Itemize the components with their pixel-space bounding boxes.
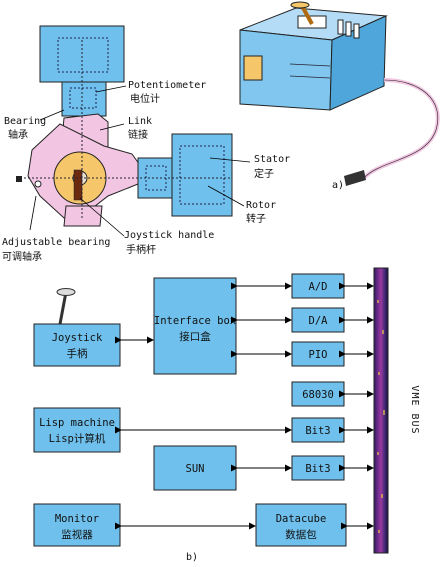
- block-joystick: Joystick 手柄: [33, 323, 121, 367]
- label-joystick-handle-cn: 手柄杆: [126, 243, 156, 256]
- label-link: Link: [128, 116, 152, 127]
- vme-bus-bar: [373, 267, 389, 554]
- label-potentiometer: Potentiometer: [128, 80, 206, 91]
- svg-text:Bit3: Bit3: [305, 463, 330, 475]
- svg-text:手柄: 手柄: [67, 347, 88, 360]
- block-bit3-1: Bit3: [291, 417, 345, 443]
- caption-b: b): [186, 552, 198, 563]
- label-stator-cn: 定子: [254, 167, 274, 180]
- label-joystick-handle: Joystick handle: [124, 230, 214, 241]
- label-stator: Stator: [254, 154, 290, 165]
- mechanism-drawing: [16, 25, 233, 227]
- label-bearing-cn: 轴承: [8, 128, 28, 141]
- label-rotor-cn: 转子: [246, 212, 266, 225]
- svg-text:D/A: D/A: [309, 315, 329, 327]
- label-rotor: Rotor: [246, 200, 276, 211]
- mechanism-labels: Potentiometer 电位计 Bearing 轴承 Link 链接 Sta…: [2, 80, 290, 263]
- block-pio: PIO: [291, 341, 345, 367]
- block-bit3-2: Bit3: [291, 455, 345, 481]
- label-potentiometer-cn: 电位计: [130, 92, 160, 105]
- block-interface-box: Interface box 接口盒: [153, 277, 237, 375]
- block-68030: 68030: [291, 381, 345, 407]
- vme-bus-label: VME BUS: [409, 385, 420, 434]
- svg-text:Bit3: Bit3: [305, 425, 330, 437]
- label-adjustable-bearing-cn: 可调轴承: [2, 250, 42, 263]
- block-ad: A/D: [291, 273, 345, 299]
- svg-text:Monitor: Monitor: [55, 513, 99, 525]
- svg-text:监视器: 监视器: [61, 528, 93, 541]
- block-monitor: Monitor 监视器: [33, 503, 121, 547]
- svg-text:Lisp计算机: Lisp计算机: [49, 432, 106, 445]
- svg-text:PIO: PIO: [309, 349, 328, 361]
- svg-text:SUN: SUN: [186, 463, 205, 475]
- joystick-housing: [239, 1, 440, 186]
- svg-text:数据包: 数据包: [285, 528, 317, 541]
- label-adjustable-bearing: Adjustable bearing: [2, 237, 110, 248]
- block-sun: SUN: [153, 445, 237, 491]
- vme-bus-speckle: [377, 300, 385, 533]
- svg-text:Lisp machine: Lisp machine: [39, 417, 115, 429]
- label-link-cn: 链接: [128, 128, 148, 141]
- leader-lines: [29, 85, 251, 237]
- svg-text:Joystick: Joystick: [52, 332, 103, 344]
- svg-text:68030: 68030: [302, 389, 334, 401]
- joystick-icon: [56, 288, 76, 325]
- svg-text:A/D: A/D: [309, 281, 328, 293]
- block-datacube: Datacube 数据包: [255, 503, 347, 547]
- svg-text:Interface box: Interface box: [154, 315, 236, 327]
- block-lisp-machine: Lisp machine Lisp计算机: [33, 407, 121, 453]
- label-bearing: Bearing: [4, 116, 46, 127]
- svg-text:Datacube: Datacube: [276, 513, 327, 525]
- connection-arrows: [115, 282, 374, 530]
- block-da: D/A: [291, 307, 345, 333]
- svg-text:接口盒: 接口盒: [179, 330, 211, 343]
- caption-a: a): [332, 180, 344, 191]
